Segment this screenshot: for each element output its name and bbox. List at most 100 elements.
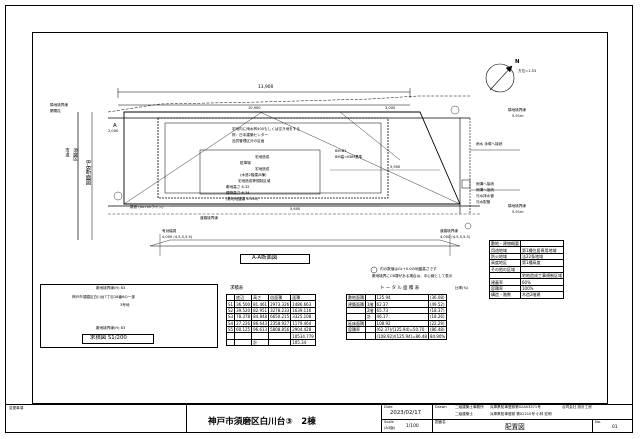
- area-table-cell: (18.37): [427, 306, 448, 315]
- area-table-cell: [346, 313, 366, 321]
- dim-mid-right: 3,000: [385, 106, 396, 110]
- office-line-1b: 兵庫県知事登録第02A03571号: [490, 405, 541, 409]
- approach-footer-box: [82, 334, 154, 344]
- approach-line-2: 3号地: [120, 303, 130, 307]
- lower-label-1: 新設 (GL700ライン): [130, 205, 164, 209]
- right-boundary-label: 隣地境界線: [508, 108, 526, 112]
- area-table-cell: 建築面積: [346, 300, 366, 308]
- dim-5900: 5,900: [390, 165, 401, 169]
- calc-table-cell: 計: [251, 338, 270, 347]
- dim-mid-left: 10,900: [248, 106, 261, 110]
- left-road-label: 市道: [64, 148, 70, 157]
- legend-note-2: 敷地境界にCB塀がある場合は、中心線として表示: [372, 274, 453, 278]
- date-value: 2023/02/17: [390, 410, 422, 416]
- regulation-table-cell: 60%: [520, 278, 564, 286]
- approach-line-1: 神戸市須磨区白川台7丁目18番6の一部: [72, 295, 136, 299]
- drawing-name: 配置図: [505, 423, 525, 431]
- right-south-boundary-width: 5.91m: [512, 210, 524, 214]
- bm-label: BM:B1: [335, 149, 347, 153]
- calc-table-cell: S1: [225, 300, 236, 308]
- building-note-3: 品質管理区分の区画: [232, 139, 265, 143]
- regulation-table-cell: 木造2階建: [520, 291, 564, 299]
- calc-table-cell: 84.848: [251, 313, 270, 321]
- building-center-5: 宅地造成等規制区域: [238, 179, 271, 183]
- building-core: [199, 149, 321, 195]
- area-table-cell: [346, 306, 366, 315]
- calc-table-cell: 10534.779: [290, 332, 316, 340]
- right-note-4: 汚水排水管: [476, 194, 494, 198]
- dim-5600: 5,600: [290, 207, 301, 211]
- regulation-table-row: 防火地域法22条地域: [489, 252, 564, 261]
- calc-table-cell: 105.34: [290, 338, 316, 347]
- regulation-table-row: その他の区域: [489, 265, 564, 273]
- calc-table-cell: 86.643: [251, 319, 270, 327]
- calc-table-cell: 60.125: [234, 325, 253, 334]
- office-line-1: 二級建築士事務所: [455, 405, 484, 409]
- calc-table-cell: 39.520: [234, 306, 253, 315]
- project-name: 神戸市須磨区白川台③ 2棟: [208, 417, 316, 427]
- calc-table-cell: 1179.464: [290, 319, 316, 327]
- area-table-cell: 2階: [365, 306, 376, 315]
- building-center-3: 宅地造成: [255, 167, 270, 171]
- calc-table-row: 計 105.34: [225, 338, 316, 347]
- building-footprint-inner: [164, 122, 382, 194]
- calc-table-cell: 倍面積: [268, 293, 292, 302]
- calc-table-cell: 78.378: [234, 313, 253, 321]
- gl-label-2: 建物高さ 6.34: [226, 191, 250, 195]
- area-table-row: 容積率(62.37)/(125.94)=50.70(86.48): [346, 325, 448, 334]
- bm-note: BM高=KBM基準: [335, 155, 363, 159]
- calc-table-cell: 82.951: [251, 306, 270, 315]
- calc-table-cell: 6650.215: [268, 313, 292, 321]
- area-table-cell: (22.29): [427, 319, 448, 327]
- area-table-cell: (86.48): [427, 325, 448, 334]
- north-boundary-label: 隣地境界線: [50, 103, 68, 107]
- area-table-cell: 敷地面積: [346, 293, 366, 302]
- sheet-no-label: No.: [595, 420, 601, 424]
- approach-line-3: 敷地境界線(H) 83: [96, 326, 126, 330]
- calc-table-cell: 27.226: [234, 319, 253, 327]
- title-block: [5, 404, 633, 433]
- calc-table-cell: 2358.927: [268, 319, 292, 327]
- regulation-table-row: 用途地域第1種住居専用地域: [489, 246, 564, 254]
- regulation-table-row: 高度地区第1種高度: [489, 259, 564, 267]
- regulation-table-cell: 法22条地域: [520, 252, 564, 261]
- area-table-cell: (18.26): [427, 313, 448, 321]
- section-title-box: [240, 254, 310, 264]
- sheet-inner-frame: [32, 32, 608, 404]
- calc-table-cell: 3278.233: [268, 306, 292, 315]
- area-table-cell: (49.52): [427, 300, 448, 308]
- section-mark-a: A: [113, 123, 117, 129]
- area-table-cell: [365, 332, 376, 340]
- calc-table-cell: S3: [225, 313, 236, 321]
- area-table-cell: (36.08): [427, 293, 448, 302]
- calc-table-cell: 面積: [290, 293, 316, 302]
- left-road-district: 須磨区: [72, 148, 78, 162]
- calc-table-cell: 2904.428: [290, 325, 316, 334]
- north-arrow-circle: [485, 63, 515, 93]
- calc-table-title: 求積表: [230, 286, 244, 291]
- calc-table-cell: S5: [225, 325, 236, 334]
- dim-top: 13,900: [258, 85, 274, 90]
- calc-table-cell: 2973.326: [268, 300, 292, 308]
- scale-paper: (A3版): [384, 426, 396, 430]
- calc-table-cell: 81.461: [251, 300, 270, 308]
- regulation-table-cell: 構造・階数: [489, 291, 521, 299]
- regulation-table-row: 宅地造成工事規制区域: [489, 271, 564, 280]
- section-note-3: 道路境界線: [440, 229, 458, 233]
- calc-table-cell: S2: [225, 306, 236, 315]
- area-table-cell: 延床面積: [346, 319, 366, 327]
- north-label: N: [515, 59, 520, 65]
